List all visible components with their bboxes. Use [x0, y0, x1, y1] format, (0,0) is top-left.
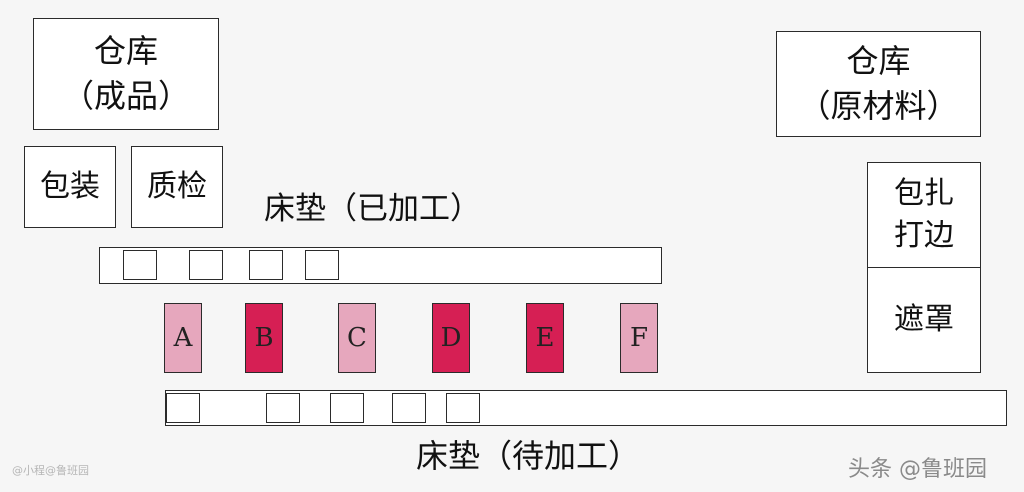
- processed-mattress-label: 床垫（已加工）: [264, 191, 481, 227]
- quality-check-label: 质检: [147, 168, 207, 204]
- station-f-label: F: [629, 323, 649, 353]
- station-b: B: [245, 303, 283, 373]
- station-a-label: A: [173, 323, 193, 353]
- warehouse-finished-subtitle: （成品）: [61, 77, 190, 115]
- binding-edging-line1: 包扎: [894, 175, 954, 211]
- pending-slot-4: [392, 393, 426, 423]
- station-b-label: B: [254, 323, 274, 353]
- station-f: F: [620, 303, 658, 373]
- processed-slot-2: [189, 250, 223, 280]
- warehouse-finished-box: 仓库 （成品）: [33, 18, 219, 130]
- pending-slot-2: [266, 393, 300, 423]
- binding-edging-label-group: 包扎 打边: [868, 163, 980, 267]
- mask-label: 遮罩: [894, 301, 954, 337]
- pending-slot-3: [330, 393, 364, 423]
- station-e: E: [526, 303, 564, 373]
- watermark-right: 头条 @鲁班园: [848, 457, 987, 482]
- station-a: A: [164, 303, 202, 373]
- pending-mattress-label: 床垫（待加工）: [416, 437, 641, 475]
- warehouse-raw-box: 仓库 （原材料）: [776, 31, 981, 137]
- pending-slot-1: [166, 393, 200, 423]
- warehouse-finished-title: 仓库: [93, 32, 158, 71]
- warehouse-raw-subtitle: （原材料）: [798, 87, 959, 125]
- mask-box: 遮罩: [867, 267, 981, 373]
- station-e-label: E: [535, 323, 555, 353]
- station-c-label: C: [347, 323, 367, 353]
- station-d: D: [432, 303, 470, 373]
- packing-label: 包装: [40, 168, 100, 204]
- processed-slot-3: [249, 250, 283, 280]
- station-d-label: D: [440, 323, 462, 353]
- binding-edging-line2: 打边: [894, 218, 954, 253]
- processed-slot-4: [305, 250, 339, 280]
- packing-box: 包装: [24, 146, 116, 228]
- processed-slot-1: [123, 250, 157, 280]
- warehouse-raw-title: 仓库: [846, 42, 911, 81]
- watermark-left: @小程@鲁班园: [12, 464, 89, 477]
- quality-check-box: 质检: [131, 146, 223, 228]
- station-c: C: [338, 303, 376, 373]
- pending-slot-5: [446, 393, 480, 423]
- binding-edging-box: 包扎 打边: [867, 162, 981, 268]
- pending-conveyor: [165, 390, 1007, 426]
- processed-conveyor: [99, 247, 662, 284]
